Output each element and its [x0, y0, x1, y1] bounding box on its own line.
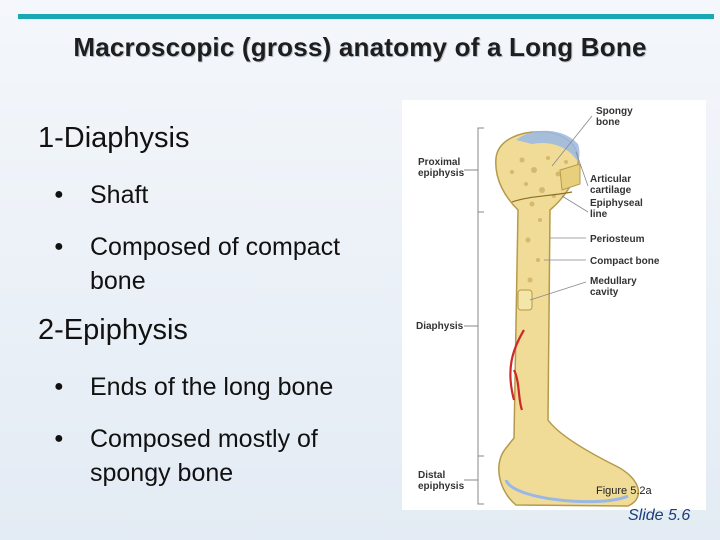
bullet-text: Composed of compact: [90, 233, 341, 261]
label-text: Spongy: [596, 106, 633, 117]
label-spongy-bone: Spongy bone: [596, 106, 633, 128]
bullet-text: Ends of the long bone: [90, 373, 334, 401]
label-compact-bone: Compact bone: [590, 256, 660, 267]
label-text: cavity: [590, 287, 619, 298]
spongy-bone-texture: [510, 156, 568, 283]
blood-vessel: [509, 329, 525, 411]
heading-epiphysis: 2-Epiphysis: [38, 314, 188, 346]
label-articular-cartilage: Articular cartilage: [590, 174, 631, 196]
articular-cartilage: [516, 130, 580, 162]
label-text: bone: [596, 117, 620, 128]
label-text: cartilage: [590, 185, 632, 196]
bullet-ends: ● Ends of the long bone: [54, 370, 333, 404]
bullet-text: Shaft: [90, 181, 149, 209]
bullet-shaft: ● Shaft: [54, 178, 148, 212]
bullet-text-continued: bone: [90, 267, 146, 295]
long-bone-illustration: [464, 115, 640, 507]
bullet-dot-icon: ●: [54, 430, 64, 447]
label-text: epiphysis: [418, 481, 465, 492]
heading-diaphysis: 1-Diaphysis: [38, 122, 190, 154]
label-text: Medullary: [590, 276, 637, 287]
bullet-dot-icon: ●: [54, 378, 64, 395]
label-text: line: [590, 209, 608, 220]
label-medullary-cavity: Medullary cavity: [590, 276, 637, 298]
label-diaphysis: Diaphysis: [416, 321, 464, 332]
label-periosteum: Periosteum: [590, 234, 645, 245]
leader-lines: [529, 115, 593, 301]
title-accent-rule: [18, 14, 714, 19]
figure-caption: Figure 5.2a: [596, 485, 652, 497]
slide-title: Macroscopic (gross) anatomy of a Long Bo…: [73, 32, 647, 62]
label-distal-epiphysis: Distal epiphysis: [418, 470, 464, 492]
distal-cartilage: [504, 479, 629, 504]
label-epiphyseal-line: Epiphyseal line: [590, 198, 643, 220]
label-text: Proximal: [418, 157, 461, 168]
medullary-cavity: [517, 289, 533, 311]
label-text: Epiphyseal: [590, 198, 643, 209]
bullet-compact-bone: ● Composed of compact bone: [54, 230, 340, 298]
label-text: Distal: [418, 470, 446, 481]
bullet-text-continued: spongy bone: [90, 459, 234, 487]
long-bone-figure: Proximal epiphysis Diaphysis Distal epip…: [402, 100, 706, 510]
label-proximal-epiphysis: Proximal epiphysis: [418, 157, 464, 179]
left-brackets: [464, 127, 484, 505]
bullet-spongy-bone: ● Composed mostly of spongy bone: [54, 422, 318, 490]
slide-number: Slide 5.6: [628, 507, 691, 524]
epiphyseal-line: [511, 191, 573, 203]
label-text: Articular: [590, 174, 632, 185]
bullet-dot-icon: ●: [54, 238, 64, 255]
bullet-text: Composed mostly of: [90, 425, 318, 453]
bullet-dot-icon: ●: [54, 186, 64, 203]
label-text: epiphysis: [418, 168, 465, 179]
cut-section: [559, 163, 581, 191]
